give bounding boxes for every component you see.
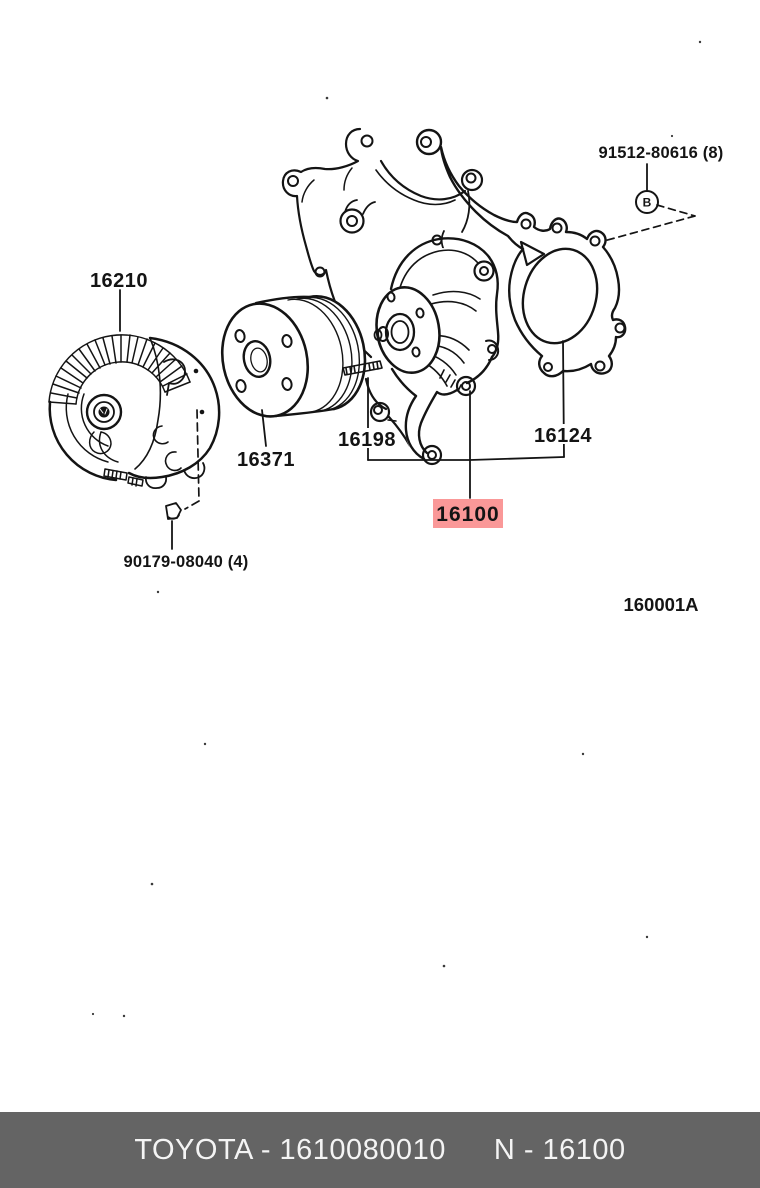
bolt-dashed-pointer bbox=[603, 204, 696, 242]
leader-connector bbox=[367, 456, 565, 461]
water-pump-drawing bbox=[373, 237, 503, 466]
bolt-symbol-letter: B bbox=[643, 196, 652, 210]
label-backing bbox=[340, 428, 395, 448]
part-label-16124: 16124 bbox=[534, 425, 592, 447]
stud-drawing bbox=[342, 360, 383, 376]
part-label-91512-80616: 91512-80616 (8) bbox=[598, 144, 723, 162]
nut-drawing bbox=[165, 502, 182, 520]
leader-line-16371 bbox=[261, 409, 267, 447]
bolt-symbol-circle bbox=[635, 190, 659, 214]
part-label-16100: 16100 bbox=[436, 503, 499, 526]
fan-clutch-drawing bbox=[48, 334, 221, 490]
label-backing bbox=[536, 424, 592, 444]
part-label-90179-08040: 90179-08040 (4) bbox=[123, 553, 248, 571]
bolt-callout: B bbox=[603, 163, 696, 242]
part-label-16371: 16371 bbox=[237, 449, 295, 471]
pulley-drawing bbox=[220, 295, 367, 418]
cooling-fins bbox=[48, 334, 191, 405]
highlighted-part-callout: 16100 bbox=[433, 499, 503, 528]
front-gasket-drawing bbox=[281, 127, 484, 448]
nut-dashed-pointer bbox=[184, 409, 200, 510]
footer-bar: TOYOTA - 1610080010 N - 16100 bbox=[0, 1112, 760, 1188]
highlight-box bbox=[433, 499, 503, 528]
part-label-16198: 16198 bbox=[338, 429, 396, 451]
footer-brand-part-number: TOYOTA - 1610080010 bbox=[134, 1133, 446, 1166]
figure-code-label: 160001A bbox=[623, 594, 698, 615]
footer-n-number: N - 16100 bbox=[493, 1133, 626, 1166]
leader-lines bbox=[119, 289, 565, 550]
scan-specks bbox=[91, 40, 702, 1018]
water-pump-gasket-drawing bbox=[415, 128, 627, 378]
part-label-16210: 16210 bbox=[90, 270, 148, 292]
